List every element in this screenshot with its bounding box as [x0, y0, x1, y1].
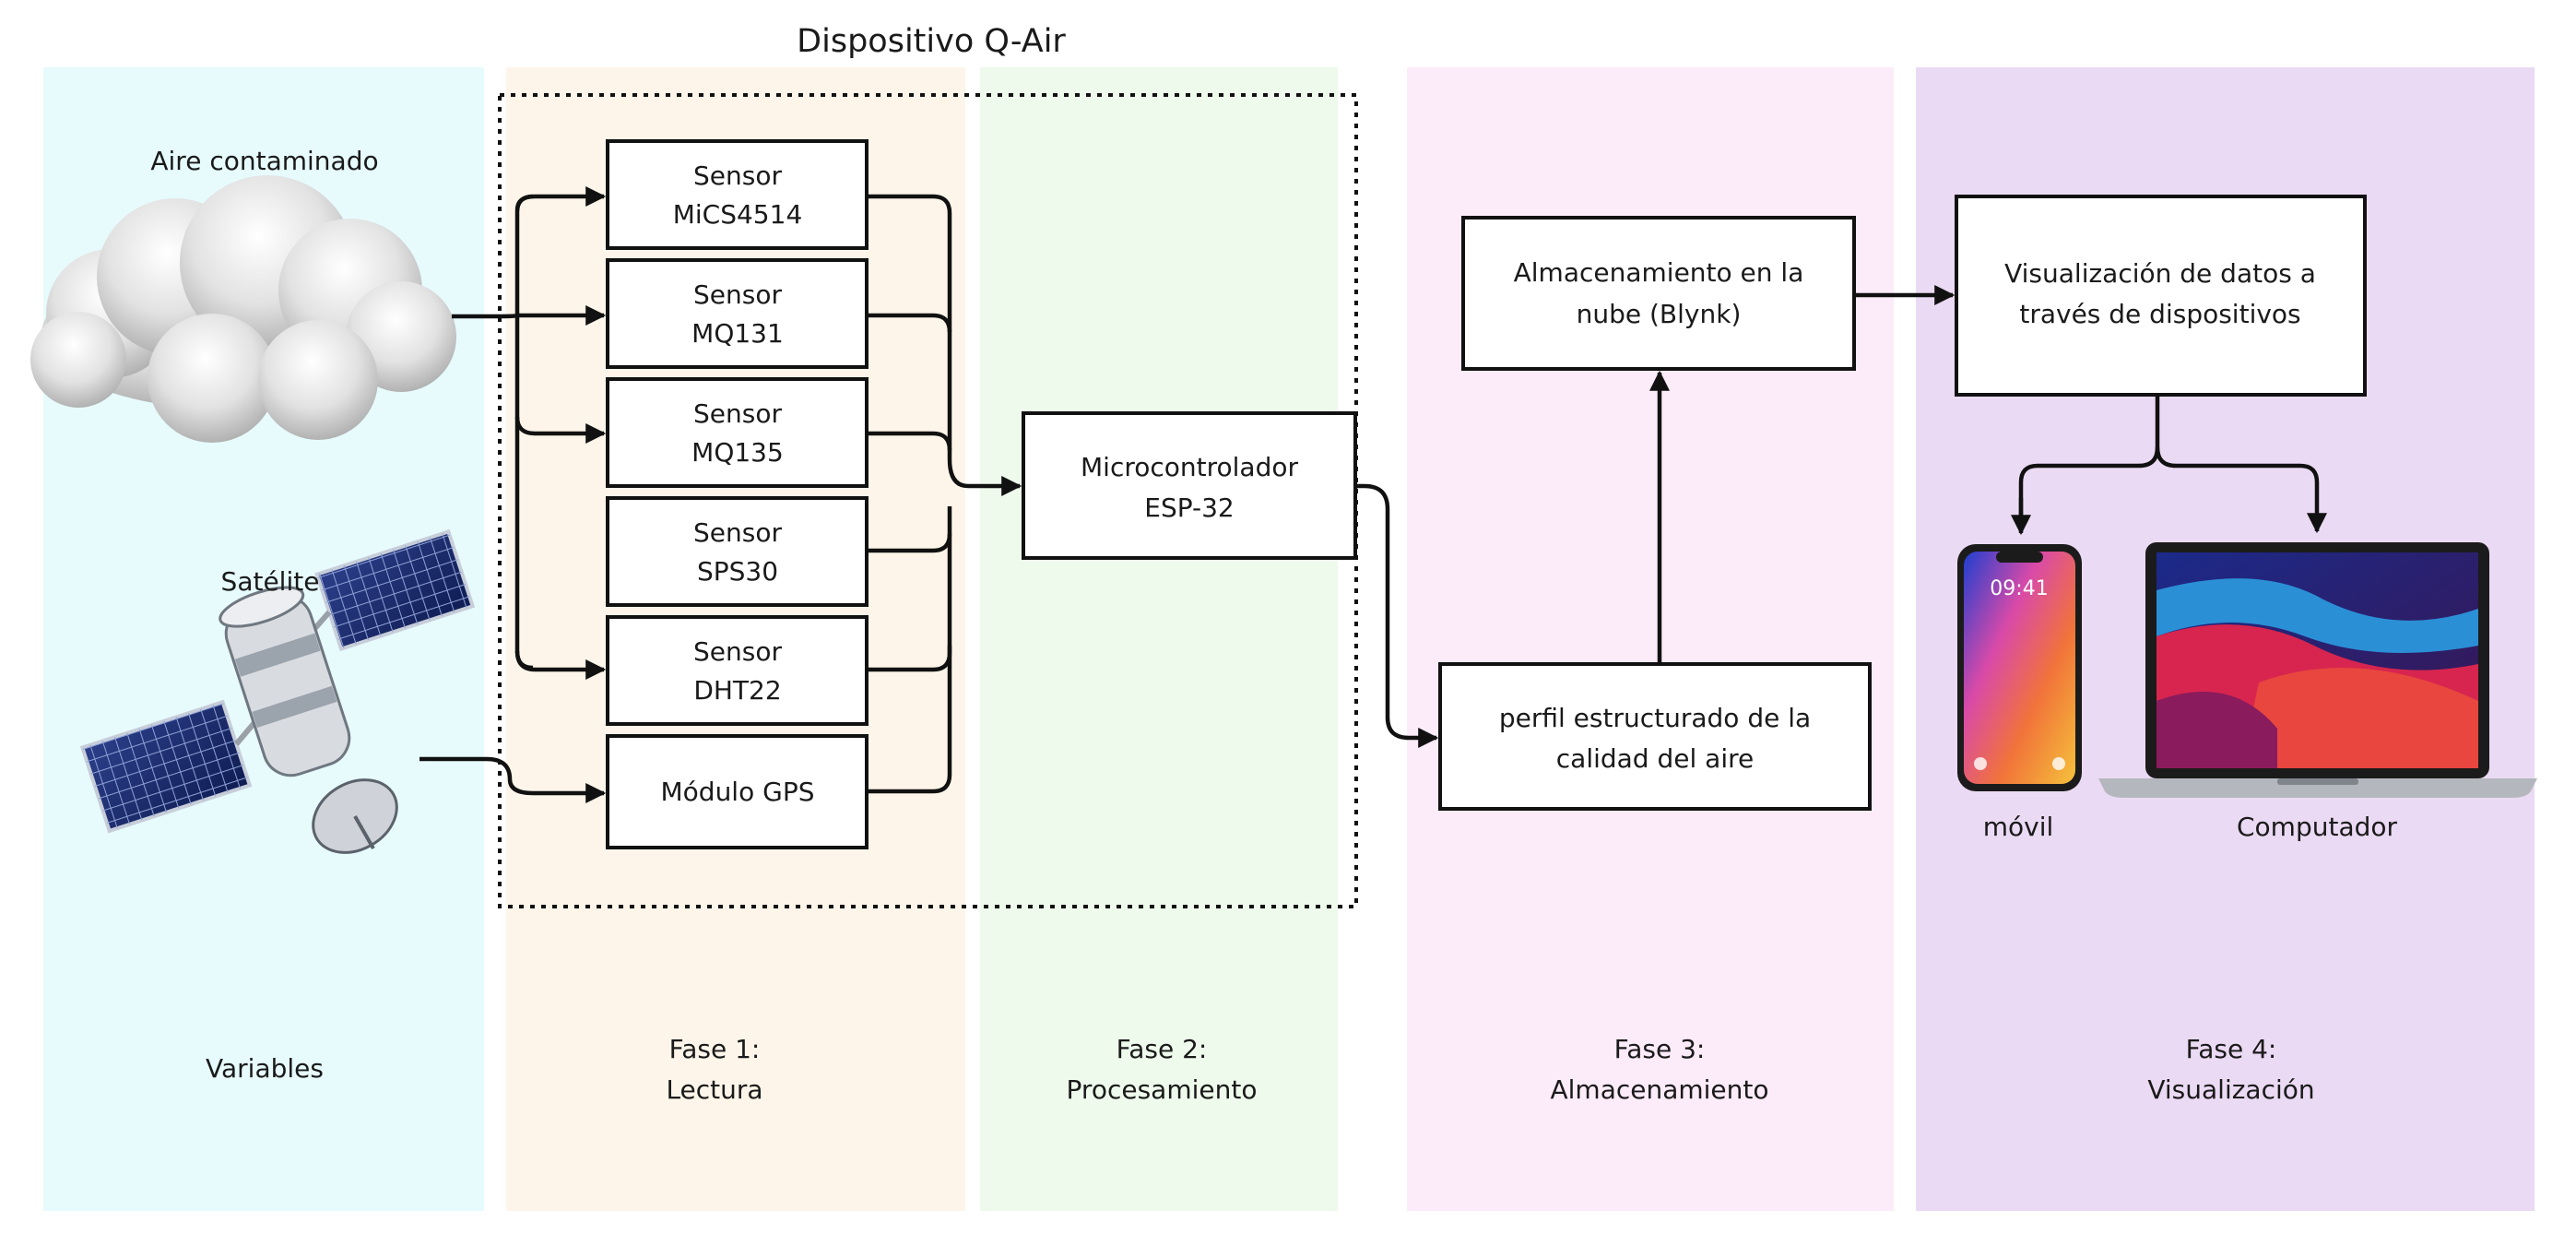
sensor-box-line1: Sensor — [693, 398, 782, 429]
phase-label-fase3-line2: Almacenamiento — [1550, 1074, 1768, 1105]
connector-to-dht22 — [514, 650, 607, 680]
microcontroller-line1: Microcontrolador — [1081, 452, 1298, 482]
connector-satellite-gps — [419, 756, 607, 803]
laptop-icon — [2098, 542, 2537, 798]
connectors — [419, 186, 2327, 803]
sensor-box-line1: Sensor — [693, 160, 782, 191]
connector-visual-laptop — [2155, 446, 2327, 534]
cloud-storage-box: Almacenamiento en la nube (Blynk) — [1461, 216, 1856, 371]
visualization-box: Visualización de datos a través de dispo… — [1955, 195, 2367, 397]
gps-module-label: Módulo GPS — [661, 777, 815, 807]
sensor-box-dht22: Sensor DHT22 — [606, 615, 869, 726]
satellite-icon — [79, 528, 476, 854]
phase-label-fase2-line2: Procesamiento — [1067, 1074, 1258, 1105]
phone-icon: 09:41 — [1957, 544, 2082, 791]
phase-label-fase2-line1: Fase 2: — [1117, 1034, 1208, 1064]
device-title: Dispositivo Q-Air — [797, 23, 1066, 60]
connector-from-mq135 — [867, 431, 952, 451]
phase-label-variables: Variables — [206, 1053, 324, 1084]
connector-bus-to-micro — [947, 458, 1022, 496]
sensor-box-line2: MiCS4514 — [673, 199, 803, 230]
sensor-box-mq135: Sensor MQ135 — [606, 377, 869, 488]
connector-micro-perfil — [1355, 483, 1439, 748]
sensor-box-sps30: Sensor SPS30 — [606, 496, 869, 607]
phone-time-text: 09:41 — [1990, 577, 2048, 600]
sensor-box-line1: Sensor — [693, 636, 782, 667]
input-satelite-label: Satélite — [221, 566, 320, 597]
cloud-storage-line1: Almacenamiento en la — [1514, 257, 1804, 288]
connector-from-mics4514 — [867, 194, 952, 459]
phase-label-fase1-line2: Lectura — [666, 1074, 762, 1105]
sensor-box-line1: Sensor — [693, 279, 782, 310]
sensor-box-mics4514: Sensor MiCS4514 — [606, 139, 869, 250]
connector-to-mics4514 — [514, 186, 607, 211]
laptop-label: Computador — [2237, 812, 2398, 842]
connector-from-mq131 — [867, 313, 952, 333]
microcontroller-line2: ESP-32 — [1144, 492, 1234, 523]
phase-bg-fase2 — [980, 67, 1338, 1211]
visualization-line2: través de dispositivos — [2019, 299, 2300, 329]
phase-label-fase4-line1: Fase 4: — [2186, 1034, 2277, 1064]
connector-to-mq131 — [494, 305, 607, 326]
phase-label-fase3-line1: Fase 3: — [1614, 1034, 1706, 1064]
connector-to-mq135 — [514, 416, 607, 444]
sensor-box-line2: SPS30 — [697, 556, 778, 587]
phase-label-fase1-line1: Fase 1: — [669, 1034, 761, 1064]
phone-label: móvil — [1983, 812, 2054, 842]
sensor-box-line2: MQ135 — [691, 437, 784, 468]
sensor-box-line2: DHT22 — [693, 675, 781, 706]
cloud-storage-line2: nube (Blynk) — [1577, 299, 1742, 329]
connector-from-gps — [867, 646, 952, 794]
microcontroller-box: Microcontrolador ESP-32 — [1022, 411, 1357, 560]
profile-line1: perfil estructurado de la — [1499, 703, 1811, 733]
gps-module-box: Módulo GPS — [606, 734, 869, 849]
profile-line2: calidad del aire — [1556, 743, 1754, 774]
air-quality-profile-box: perfil estructurado de la calidad del ai… — [1438, 662, 1872, 811]
sensor-box-line2: MQ131 — [691, 318, 784, 349]
sensor-box-line1: Sensor — [693, 517, 782, 548]
sensor-box-mq131: Sensor MQ131 — [606, 258, 869, 369]
cloud-icon — [30, 175, 456, 443]
visualization-line1: Visualización de datos a — [2004, 258, 2316, 289]
phase-label-fase4-line2: Visualización — [2147, 1074, 2314, 1105]
input-aire-label: Aire contaminado — [150, 146, 378, 176]
